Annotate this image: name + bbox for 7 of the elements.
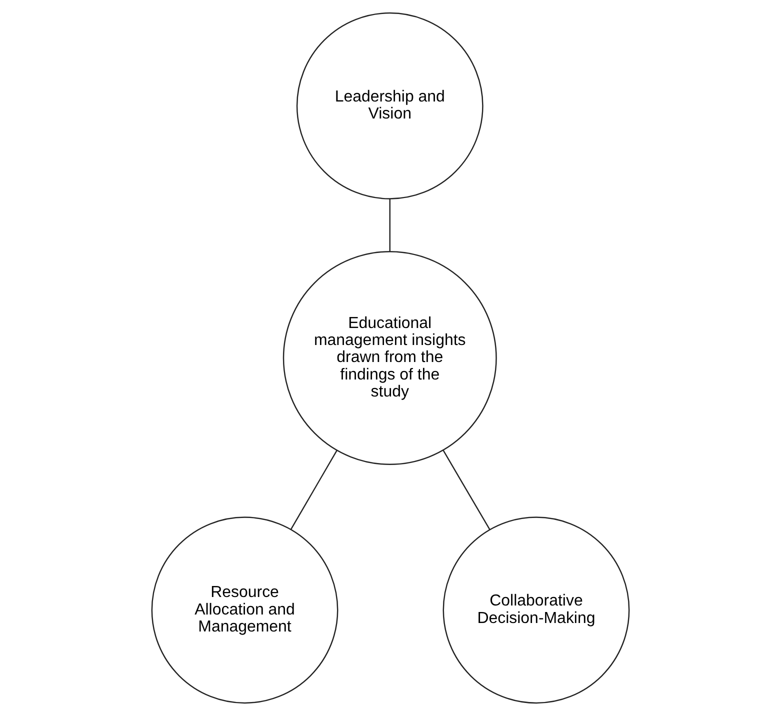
connector: [290, 450, 338, 530]
node-circle: Resource Allocation and Management: [151, 516, 338, 704]
node-circle: Leadership and Vision: [296, 12, 484, 200]
node-circle: Educational management insights drawn from the findings of the study: [282, 251, 497, 465]
node-circle: Collaborative Decision-Making: [442, 516, 630, 704]
connector: [442, 450, 490, 530]
connector: [389, 199, 390, 252]
